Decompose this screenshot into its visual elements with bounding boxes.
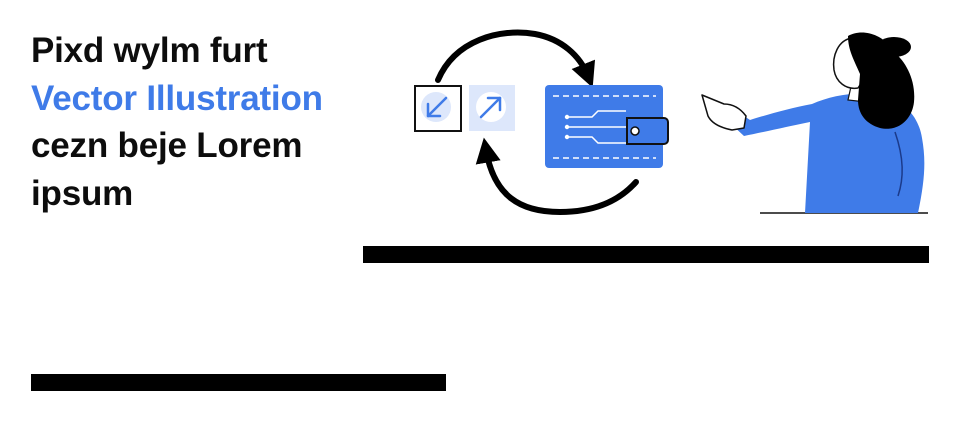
placeholder-bar-bottom [31,374,446,391]
cycle-arrows-icon [435,29,639,216]
cycle-arrow-bottom [475,137,639,216]
woman-hand [701,94,747,131]
circuit-lines [568,110,626,144]
woman-arm-line [894,131,903,197]
headline-line-4: ipsum [31,173,134,213]
cycle-arrow-top [435,29,596,88]
wallet-transfer-illustration [414,29,928,216]
headline-line-3: cezn beje Lorem [31,126,303,165]
woman-hair-bun [877,37,911,57]
arrow-down-left-icon [414,85,462,132]
headline-line-1: Pixd wylm furt [31,31,268,70]
arrow-up-right-icon [469,85,515,131]
headline: Pixd wylm furt Vector Illustration cezn … [31,27,371,217]
placeholder-bar-top [363,246,929,263]
wallet-icon [545,85,669,168]
pointing-woman-icon [701,32,928,214]
headline-line-2-accent: Vector Illustration [31,78,323,118]
wallet-clasp [626,117,669,145]
